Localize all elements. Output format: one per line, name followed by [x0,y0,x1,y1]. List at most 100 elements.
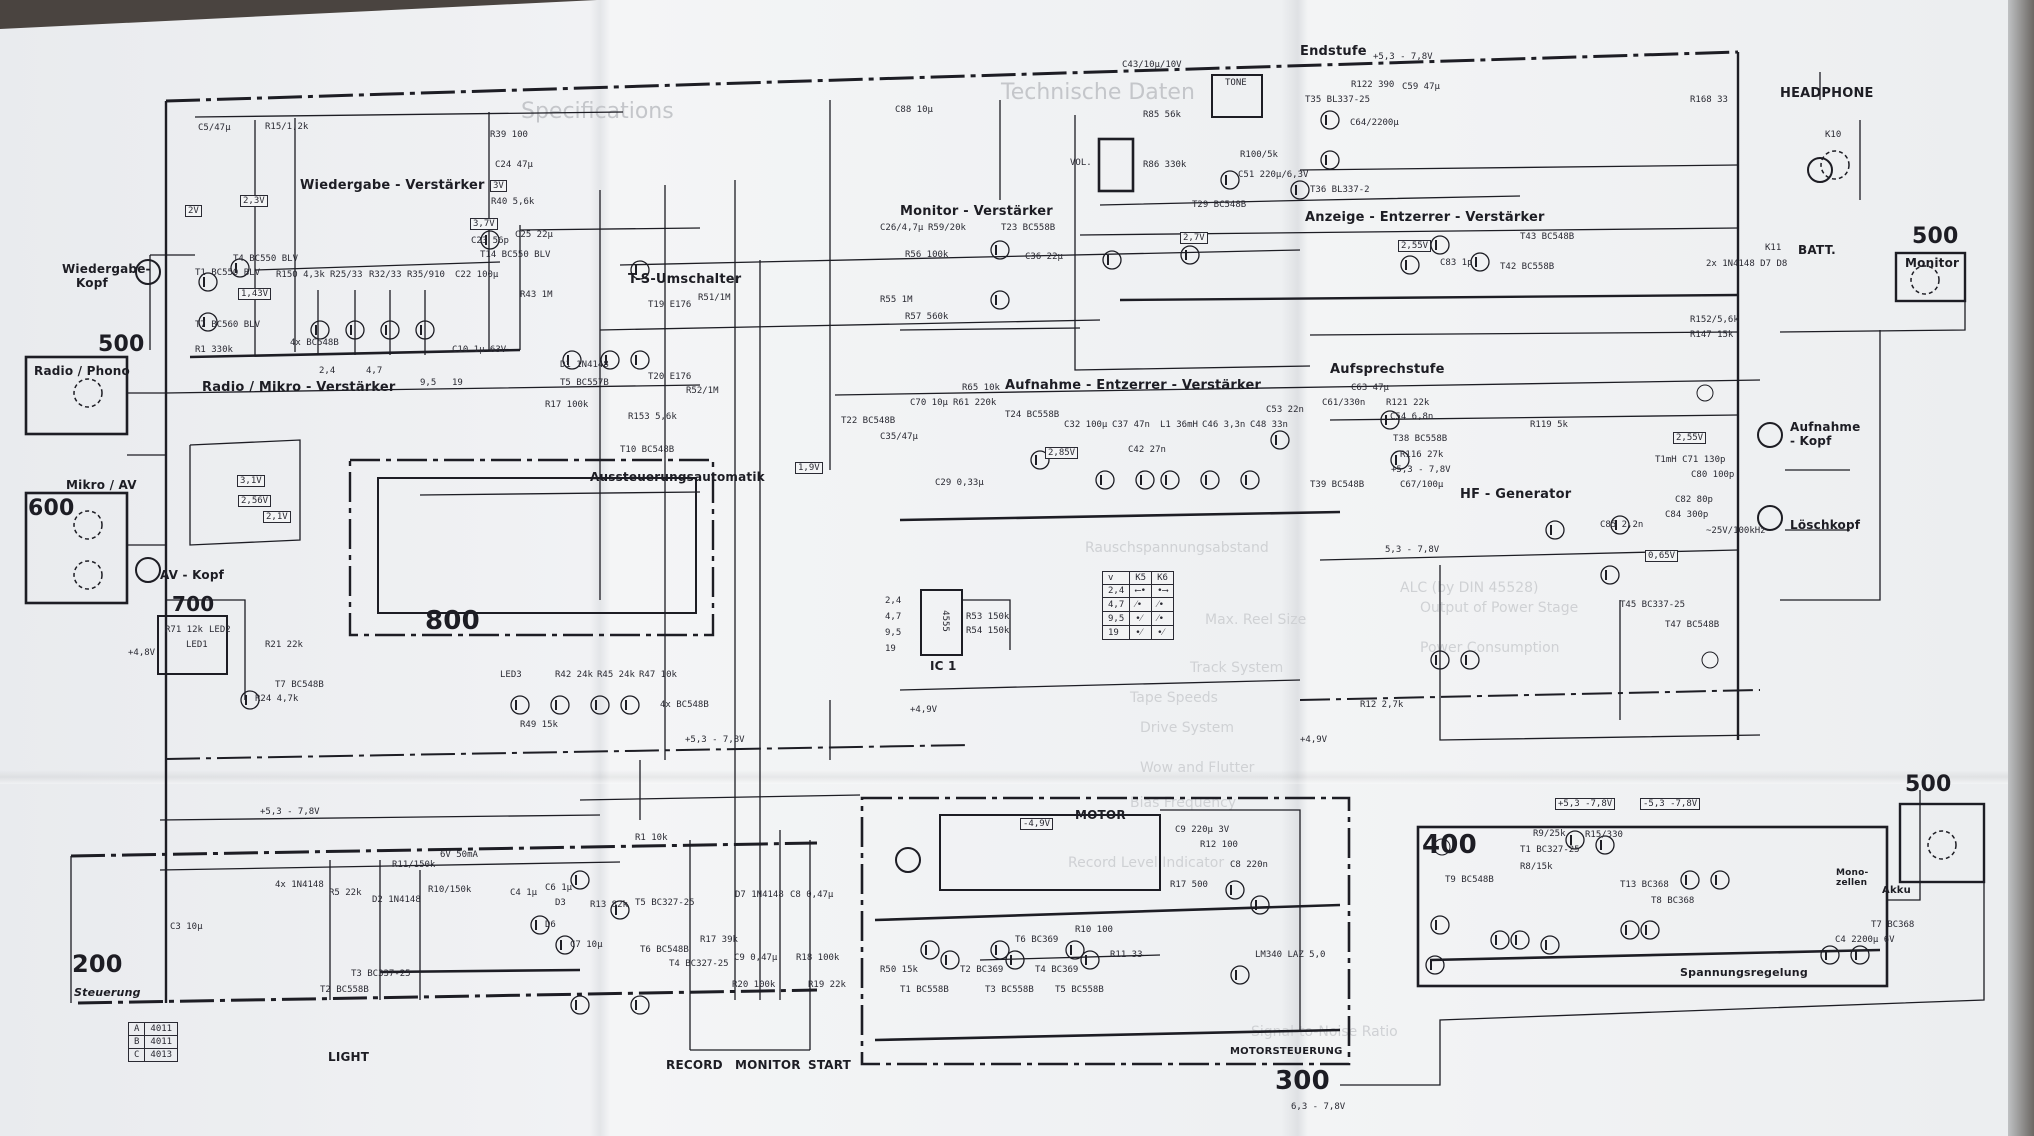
av-head-icon [135,557,161,583]
component-label: R71 12k [165,625,203,635]
component-label: K10 [1825,130,1842,140]
component-label: R42 24k [555,670,593,680]
voltage-test-point: 3V [490,180,507,192]
monitor-switch-label[interactable]: MONITOR [735,1058,801,1072]
voltage-test-point: 2,3V [240,195,268,207]
sheet-edge [2008,0,2034,1136]
section-title-power-stage: Endstufe [1300,44,1367,59]
mikro-av-label: Mikro / AV [66,478,137,492]
component-label: T22 BC548B [841,416,896,426]
component-label: C23 56p [471,236,509,246]
component-label: R1 10k [635,833,668,843]
component-label: T6 BC548B [640,945,689,955]
section-title-hf-generator: HF - Generator [1460,487,1572,502]
switch-symbol: •⁄ [1129,611,1153,626]
section-title-monitor-amp: Monitor - Verstärker [900,204,1053,219]
component-label: T29 BC548B [1192,200,1247,210]
component-label: R11/150k [392,860,436,870]
start-switch-label[interactable]: START [808,1058,852,1072]
headphone-socket-icon [1820,150,1850,180]
component-label: R9/25k [1533,829,1566,839]
component-label: T47 BC548B [1665,620,1720,630]
component-label: 4x 1N4148 [275,880,324,890]
section-title-alc: Aussteuerungsautomatik [590,470,765,484]
module-number-400: 400 [1422,830,1477,860]
component-label: T4 BC369 [1035,965,1079,975]
playback-head-label: Wiedergabe-Kopf [62,262,151,290]
component-label: R12 2,7k [1360,700,1404,710]
record-switch-label[interactable]: RECORD [666,1058,723,1072]
module-number-700: 700 [172,592,215,616]
component-label: C22 100µ [455,270,499,280]
speed-table-row: 2,4 [1101,584,1131,598]
component-label: T42 BC558B [1500,262,1555,272]
din-socket-icon [73,510,103,540]
bleed-through-text: Output of Power Stage [1420,600,1579,616]
component-label: R85 56k [1143,110,1181,120]
component-label: T43 BC548B [1520,232,1575,242]
ic1-part-number: 4555 [939,610,950,632]
component-label: R152/5,6k [1690,315,1739,325]
din-socket-icon [73,378,103,408]
transistor-symbol [1250,895,1270,915]
av-head-label: AV - Kopf [160,568,225,582]
component-label: R35/910 [407,270,445,280]
component-label: R15/330 [1585,830,1623,840]
radio-phono-label: Radio / Phono [34,364,130,378]
transistor-symbol [1065,940,1085,960]
transistor-symbol [198,312,218,332]
component-label: R24 4,7k [255,694,299,704]
gate-id: A [127,1022,146,1036]
component-label: R50 15k [880,965,918,975]
speed-output-label: 9,5 [420,378,437,388]
ground-bus [70,841,818,858]
section-title-playback-amp: Wiedergabe - Verstärker [300,178,485,193]
bleed-through-text: Wow and Flutter [1140,760,1255,776]
bleed-through-text: Power Consumption [1420,640,1560,656]
component-label: R150 4,3k [276,270,325,280]
component-label: T45 BC337-25 [1620,600,1686,610]
bleed-through-text: Track System [1190,660,1284,676]
section-title-indicator-amp: Anzeige - Entzerrer - Verstärker [1305,210,1545,225]
motor-bridge-icon [895,847,921,873]
transistor-symbol [1290,180,1310,200]
transistor-symbol [600,350,620,370]
component-label: C32 100µ [1064,420,1108,430]
voltage-test-point: -4,9V [1020,818,1054,830]
component-label: C61/330n [1322,398,1366,408]
component-label: C54 6,8n [1390,412,1434,422]
speed-output-label: 2,4 [319,366,336,376]
transistor-symbol [920,940,940,960]
component-label: T23 BC558B [1001,223,1056,233]
voltage-test-point: +5,3 -7,8V [1555,798,1616,810]
gate-id: B [127,1035,146,1049]
transistor-symbol [1710,870,1730,890]
section-title-ts-switch: T-S-Umschalter [628,272,742,287]
transistor-symbol [620,695,640,715]
light-switch-label[interactable]: LIGHT [328,1050,370,1064]
component-label: C26/4,7µ [880,223,924,233]
component-label: R147 15k [1690,330,1734,340]
component-label: C25 22µ [515,230,553,240]
din-socket-icon [1910,265,1940,295]
transistor-symbol [990,240,1010,260]
transistor-symbol [1430,235,1450,255]
voltage-test-point: 1,9V [795,462,823,474]
playback-head-icon [135,259,161,285]
switch-symbol: ⁄• [1151,597,1174,612]
transistor-symbol [1425,955,1445,975]
transistor-symbol [1540,935,1560,955]
transistor-symbol [990,290,1010,310]
speed-output-label: 4,7 [366,366,383,376]
component-label: T1mH C71 130p [1655,455,1726,465]
transistor-symbol [1640,920,1660,940]
component-label: R153 5,6k [628,412,677,422]
component-label: L1 36mH [1160,420,1198,430]
component-label: C4 2200µ 6V [1835,935,1895,945]
mikro-av-box [24,491,129,605]
switch-symbol: ⟵• [1129,584,1153,598]
transistor-symbol [1430,915,1450,935]
component-label: C8 0,47µ [790,890,834,900]
transistor-symbol [570,870,590,890]
switch-symbol: •⁄ [1129,625,1153,640]
